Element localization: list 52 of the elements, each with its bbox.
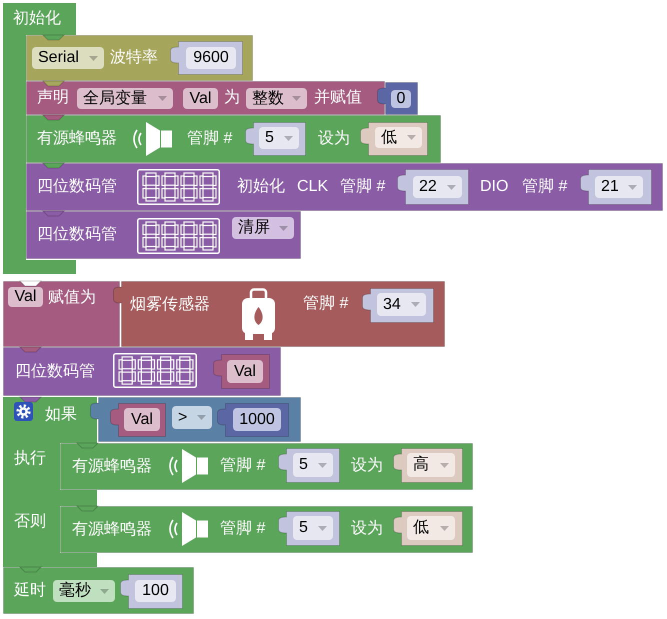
dropdown-field: Serial bbox=[32, 47, 104, 69]
block-label: 如果 bbox=[45, 405, 77, 425]
number-field: 1000 bbox=[233, 408, 281, 431]
block-label: 管脚 # bbox=[303, 294, 348, 314]
dropdown-field: 5 bbox=[293, 453, 333, 477]
block-label: 有源蜂鸣器 bbox=[72, 520, 152, 540]
block-label: 设为 bbox=[351, 519, 383, 539]
block-label: 执行 bbox=[14, 449, 46, 469]
dropdown-field: 高 bbox=[407, 453, 455, 477]
block-label: 并赋值 bbox=[314, 88, 362, 108]
block-label: 四位数码管 bbox=[37, 177, 117, 197]
number-field: 9600 bbox=[186, 47, 236, 69]
block-label: 烟雾传感器 bbox=[130, 295, 210, 315]
block-label: 管脚 # bbox=[220, 519, 266, 539]
dropdown-field: 低 bbox=[407, 516, 455, 540]
dropdown-field: 低 bbox=[375, 127, 422, 148]
block-label: 否则 bbox=[14, 512, 46, 532]
variable-field: Val bbox=[227, 360, 263, 383]
dropdown-field: 毫秒 bbox=[53, 580, 115, 602]
block-label: 为 bbox=[224, 88, 240, 108]
block-label: 管脚 # bbox=[187, 129, 232, 149]
block-label: 有源蜂鸣器 bbox=[37, 129, 117, 149]
block-label: 设为 bbox=[351, 456, 383, 476]
block-label: 四位数码管 bbox=[15, 362, 95, 382]
block-label: 赋值为 bbox=[48, 288, 96, 308]
dropdown-field: 22 bbox=[413, 176, 462, 198]
block-label: 延时 bbox=[14, 581, 46, 601]
block-label: 波特率 bbox=[110, 48, 158, 68]
dropdown-field: 全局变量 bbox=[77, 88, 173, 109]
dropdown-field: 5 bbox=[259, 127, 299, 149]
variable-field: Val bbox=[8, 287, 43, 307]
variable-field: Val bbox=[124, 408, 160, 431]
dropdown-field: 清屏 bbox=[232, 217, 294, 239]
dropdown-field: 整数 bbox=[246, 88, 307, 109]
block-label: 管脚 # bbox=[220, 456, 266, 476]
block-label: 管脚 # bbox=[340, 177, 386, 197]
variable-field: Val bbox=[183, 88, 218, 109]
block-label: CLK bbox=[297, 177, 328, 197]
block-label: 设为 bbox=[318, 129, 350, 149]
block-label: 有源蜂鸣器 bbox=[72, 457, 152, 477]
dropdown-field: > bbox=[172, 406, 212, 429]
block-label: 四位数码管 bbox=[37, 225, 117, 245]
block-label: 初始化 bbox=[237, 177, 285, 197]
dropdown-field: 5 bbox=[293, 516, 333, 540]
block-label: 初始化 bbox=[13, 9, 61, 29]
block-label: 管脚 # bbox=[522, 177, 568, 197]
dropdown-field: 21 bbox=[595, 176, 643, 198]
number-field: 0 bbox=[391, 90, 411, 108]
block-label: DIO bbox=[480, 177, 508, 197]
block-label: 声明 bbox=[37, 88, 69, 108]
dropdown-field: 34 bbox=[377, 293, 426, 316]
number-field: 100 bbox=[135, 580, 176, 602]
